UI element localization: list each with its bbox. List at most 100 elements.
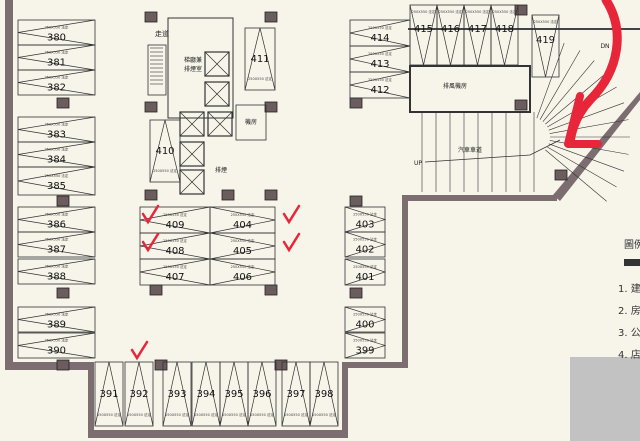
space-size-label: 250X550 法定 xyxy=(439,9,463,14)
space-size-label: 250X550 法定 xyxy=(45,338,69,343)
space-size-label: 250X550 法定 xyxy=(45,50,69,55)
space-size-label: 250X550 法定 xyxy=(493,9,517,14)
space-number: 406 xyxy=(233,272,252,283)
space-size-label: 250X550 法定 xyxy=(153,168,177,173)
ramp-up-label: UP xyxy=(414,160,422,167)
space-number: 396 xyxy=(252,389,271,400)
space-wedge xyxy=(139,258,211,286)
legend-item: 3. 公 xyxy=(618,328,640,339)
structural-column xyxy=(264,11,278,23)
legend-symbol-icon xyxy=(618,258,640,280)
ramp-curve-line xyxy=(542,60,595,122)
space-number: 398 xyxy=(314,389,333,400)
elevator-shaft xyxy=(204,51,230,77)
wall xyxy=(88,362,94,438)
space-number: 409 xyxy=(165,220,184,231)
structural-column xyxy=(144,101,158,113)
space-wedge xyxy=(149,119,181,183)
legend-title: 圖例 xyxy=(624,240,640,251)
space-size-label: 250X550 法定 xyxy=(45,212,69,217)
space-wedge xyxy=(209,232,276,260)
space-wedge xyxy=(139,232,211,260)
space-size-label: 250X550 法定 xyxy=(368,51,392,56)
space-wedge xyxy=(463,4,492,66)
structural-column xyxy=(144,11,158,23)
space-size-label: 250X550 法定 xyxy=(231,238,255,243)
space-size-label: 250X550 法定 xyxy=(45,237,69,242)
checkmark-icon xyxy=(282,204,301,225)
space-wedge xyxy=(344,231,387,258)
elevator-x xyxy=(179,141,205,167)
elevator-shaft xyxy=(207,111,233,137)
structural-column xyxy=(264,101,278,113)
space-size-label: 250X550 法定 xyxy=(248,76,272,81)
space-size-label: 250X550 法定 xyxy=(97,412,121,417)
space-wedge xyxy=(17,44,96,71)
space-number: 385 xyxy=(47,181,66,192)
space-wedge xyxy=(17,19,96,46)
space-wedge xyxy=(17,206,96,233)
space-number: 386 xyxy=(47,220,66,231)
exhaust-fan-room-label: 排風機房 xyxy=(443,82,467,90)
space-wedge xyxy=(219,361,249,427)
space-wedge xyxy=(349,45,411,73)
space-size-label: 250X550 法定 xyxy=(368,77,392,82)
space-size-label: 250X550 法定 xyxy=(45,173,69,178)
elevator-shaft xyxy=(179,111,205,137)
structural-column xyxy=(349,195,363,207)
legend-item: 1. 建 xyxy=(618,284,640,295)
structural-column xyxy=(514,4,528,16)
ramp-label: 汽車車道 xyxy=(458,146,482,154)
space-wedge xyxy=(344,206,387,233)
space-number: 393 xyxy=(167,389,186,400)
smoke-exhaust-label: 排煙 xyxy=(215,166,227,174)
space-size-label: 250X550 法定 xyxy=(222,412,246,417)
space-number: 412 xyxy=(370,85,389,96)
space-number: 394 xyxy=(196,389,215,400)
machine-room-outline xyxy=(235,104,267,141)
structural-column xyxy=(349,97,363,109)
space-wedge xyxy=(490,4,519,66)
space-outline xyxy=(436,4,465,66)
space-number: 384 xyxy=(47,155,66,166)
structural-column xyxy=(221,189,235,201)
space-number: 401 xyxy=(355,272,374,283)
space-number: 407 xyxy=(165,272,184,283)
space-wedge xyxy=(17,332,96,359)
wall-line xyxy=(408,28,640,30)
space-size-label: 250X550 法定 xyxy=(45,264,69,269)
gray-overlay xyxy=(570,357,640,441)
checkmark-icon xyxy=(130,340,149,361)
stairwell xyxy=(147,44,167,96)
space-size-label: 250X550 法定 xyxy=(353,237,377,242)
wall xyxy=(402,195,557,201)
ramp-direction-line xyxy=(424,139,561,163)
space-size-label: 250X550 法定 xyxy=(231,264,255,269)
space-size-label: 250X550 法定 xyxy=(45,122,69,127)
elevator-x xyxy=(179,169,205,195)
parking-space-391: 391 250X550 法定 xyxy=(94,361,124,427)
checkmark-icon xyxy=(141,204,160,225)
structural-column xyxy=(554,169,568,181)
space-number: 416 xyxy=(441,24,460,35)
space-number: 391 xyxy=(99,389,118,400)
space-wedge xyxy=(17,231,96,258)
space-size-label: 250X550 法定 xyxy=(163,238,187,243)
space-wedge xyxy=(17,116,96,143)
space-wedge xyxy=(531,14,560,78)
space-outline xyxy=(463,4,492,66)
elevator-box xyxy=(179,169,205,195)
